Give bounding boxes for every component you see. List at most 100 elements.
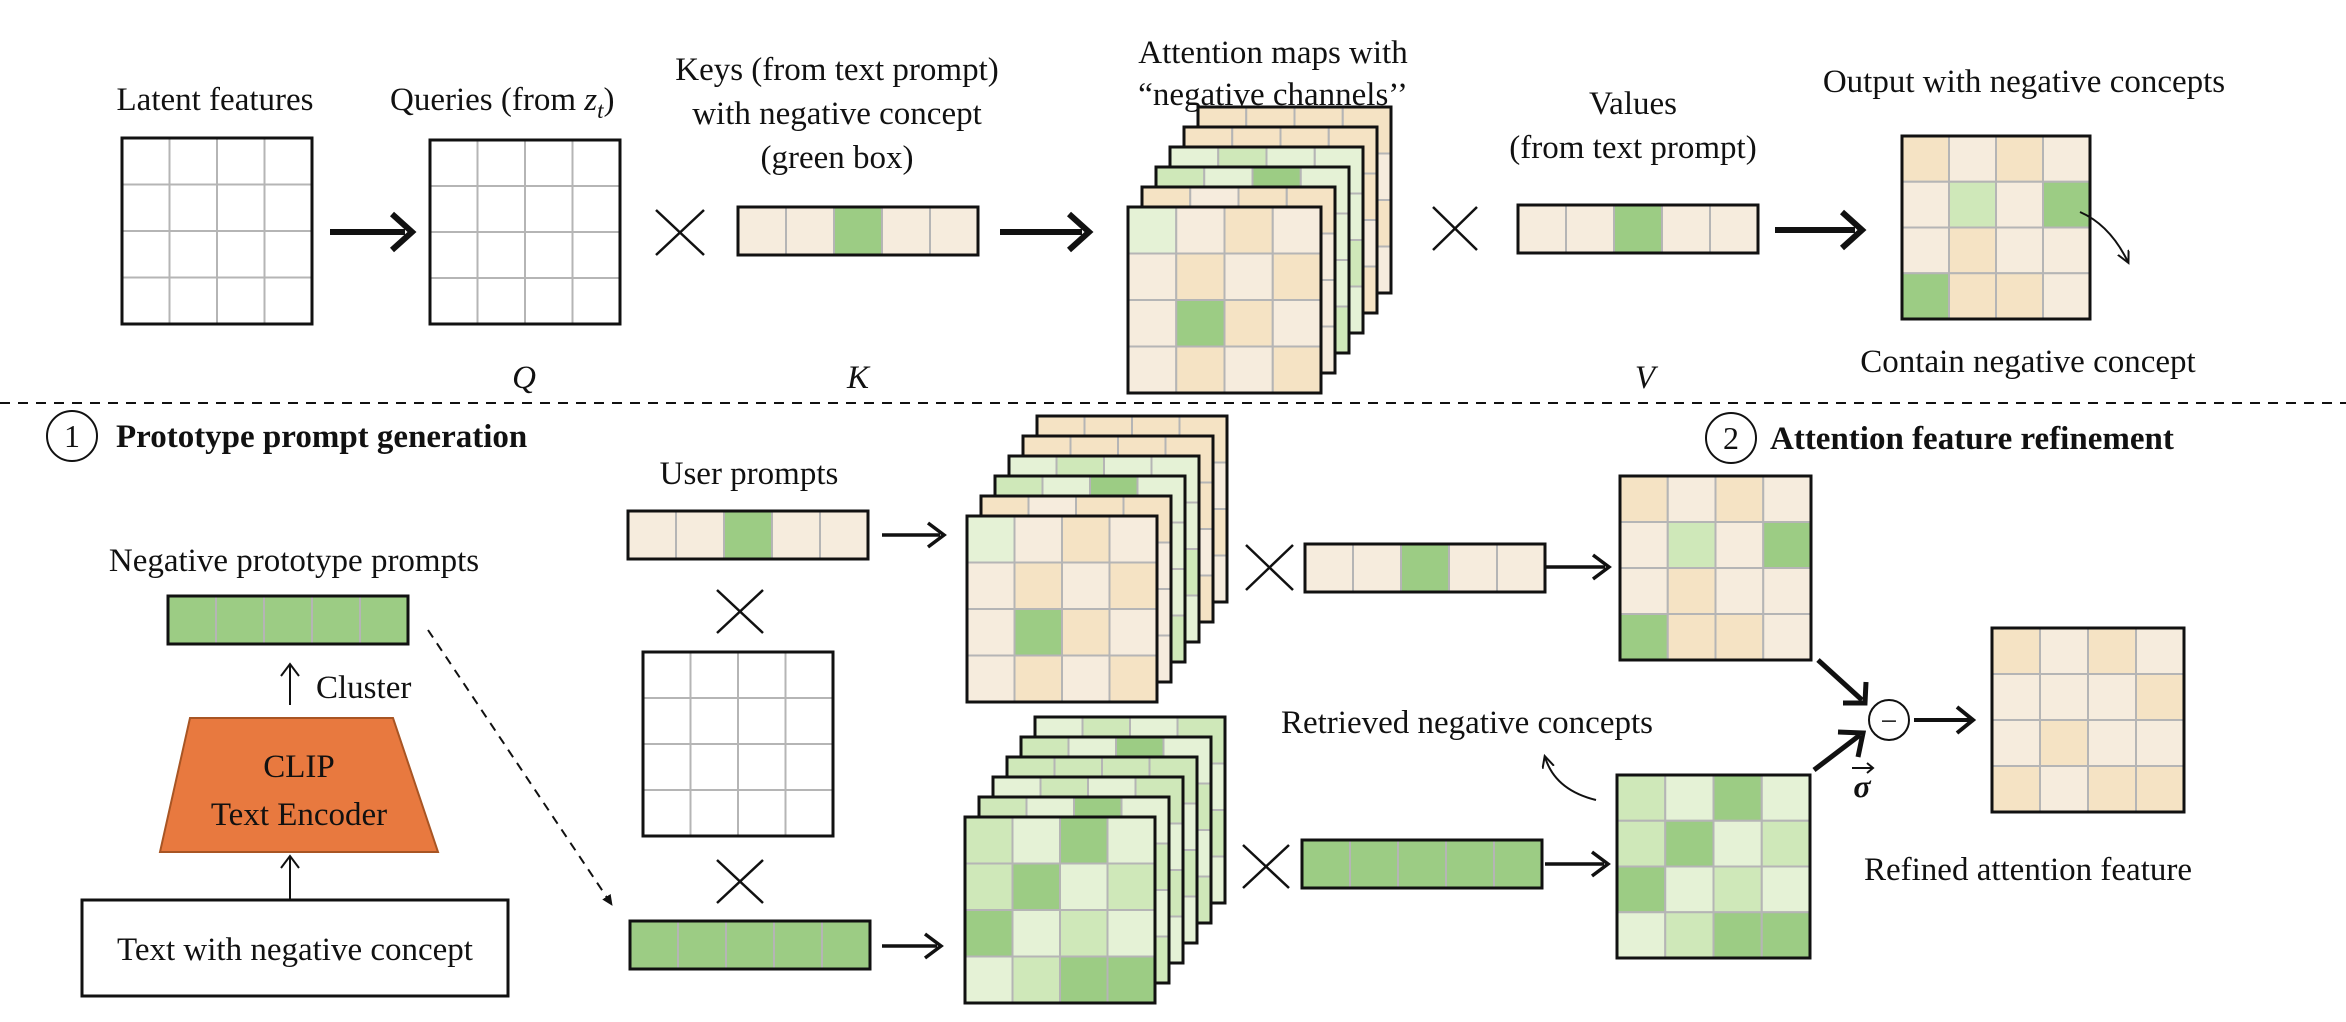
grid-cell — [1714, 521, 1765, 569]
grid-cell — [723, 510, 773, 560]
grid-cell — [2087, 765, 2137, 813]
grid-cell — [1762, 567, 1812, 615]
grid-cell — [2135, 673, 2185, 721]
arrow-user-output-to-subtract — [1816, 658, 1869, 706]
grid-cell — [215, 595, 265, 645]
grid-cell — [1616, 911, 1667, 959]
subtract-operator: − — [1868, 699, 1910, 741]
grid-border — [1516, 203, 1760, 255]
grid-cell — [1106, 955, 1156, 1004]
grid-border — [736, 205, 980, 257]
grid-cell — [121, 183, 171, 232]
grid-cell — [1301, 839, 1351, 889]
grid-cell — [121, 137, 171, 186]
grid-cell — [1712, 774, 1763, 822]
arrow-keys-to-attention — [1000, 211, 1094, 253]
grid-border — [1618, 474, 1813, 662]
token-cells — [166, 594, 410, 646]
output-label: Output with negative concepts — [1823, 64, 2225, 100]
negative-attention-maps-stack — [963, 715, 1227, 1005]
grid-cell — [1223, 345, 1274, 394]
grid-border — [428, 138, 622, 326]
arrow-subtract-to-refined — [1914, 705, 1977, 735]
arrow-negative-output-to-subtract — [1812, 729, 1867, 772]
attention-map-front — [963, 815, 1157, 1005]
section1-number-badge: 1 — [46, 410, 98, 462]
grid-cell — [1760, 911, 1811, 959]
grid-cell — [168, 137, 218, 186]
curved-arrow-icon — [1545, 757, 1597, 801]
grid-cell — [571, 185, 621, 233]
values-label-line2: (from text prompt) — [1509, 130, 1756, 166]
output-grid — [1900, 134, 2092, 321]
user-output-grid — [1618, 474, 1813, 662]
grid-cell — [771, 510, 821, 560]
attention-map-front — [965, 514, 1159, 704]
svg-text:−: − — [1881, 705, 1898, 738]
grid-cell — [476, 139, 526, 187]
latent-features-label: Latent features — [117, 82, 314, 118]
grid-cell — [1011, 909, 1061, 958]
contain-negative-concept-label: Contain negative concept — [1860, 344, 2195, 380]
grid-cell — [216, 276, 266, 325]
grid-cell — [524, 139, 574, 187]
grid-cell — [1061, 515, 1111, 564]
grid — [428, 138, 622, 326]
multiply-icon — [1242, 844, 1290, 889]
grid-cell — [1991, 765, 2041, 813]
attention-map-front — [1126, 205, 1323, 395]
grid — [1615, 773, 1812, 960]
grid-cell — [263, 595, 313, 645]
grid — [120, 136, 314, 326]
multiply-icon — [1432, 206, 1478, 251]
grid-cell — [2042, 272, 2091, 320]
grid-cell — [2039, 673, 2089, 721]
keys-label-line3: (green box) — [760, 140, 913, 176]
clip-text-encoder: CLIP Text Encoder — [158, 717, 440, 853]
section1-title: Prototype prompt generation — [116, 419, 527, 455]
grid-cell — [821, 920, 871, 970]
grid-cell — [1616, 865, 1667, 914]
grid-cell — [1666, 475, 1717, 523]
latent-features-grid — [120, 136, 314, 326]
grid-cell — [1013, 515, 1063, 564]
grid-cell — [429, 231, 479, 279]
values-token-bar — [1516, 203, 1760, 255]
grid-cell — [784, 743, 834, 791]
grid-cell — [675, 510, 725, 560]
grid-cell — [1517, 204, 1567, 254]
arrow-to-negative-output — [1545, 850, 1611, 878]
grid-cell — [773, 920, 823, 970]
grid-cell — [429, 277, 479, 325]
grid-cell — [2039, 627, 2089, 675]
grid-cell — [1712, 865, 1763, 914]
grid-cell — [1616, 819, 1667, 868]
grid-cell — [263, 230, 313, 279]
grid-cell — [2135, 765, 2185, 813]
grid-cell — [737, 697, 787, 745]
grid-cell — [689, 697, 739, 745]
grid-cell — [1059, 816, 1109, 865]
grid-cell — [737, 651, 787, 699]
grid-cell — [929, 206, 979, 256]
grid-cell — [1493, 839, 1543, 889]
user-prompts-token-bar — [626, 509, 870, 561]
grid-cell — [689, 789, 739, 837]
grid-cell — [1664, 819, 1715, 868]
grid-border — [1990, 626, 2186, 814]
grid — [1618, 474, 1813, 662]
grid-cell — [1106, 862, 1156, 911]
keys-label-line1: Keys (from text prompt) — [675, 52, 999, 88]
grid-cell — [1445, 839, 1495, 889]
user-attention-maps-stack — [965, 414, 1229, 704]
grid-cell — [689, 651, 739, 699]
grid-border — [963, 815, 1157, 1005]
grid-cell — [1175, 252, 1226, 301]
grid-cell — [2042, 135, 2091, 183]
grid-cell — [2039, 719, 2089, 767]
user-values-token-bar — [1303, 542, 1547, 594]
grid-cell — [629, 920, 679, 970]
grid-cell — [1175, 299, 1226, 348]
grid-cell — [524, 185, 574, 233]
grid-cell — [1011, 816, 1061, 865]
